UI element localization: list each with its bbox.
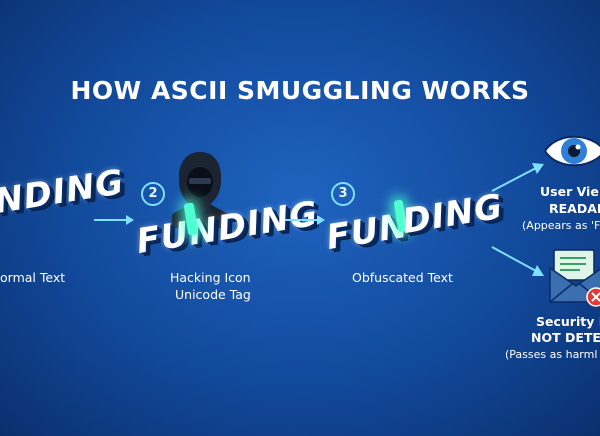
outcome-top-line1: User Vie (540, 184, 599, 199)
eye-icon (543, 135, 600, 167)
arrow-down-icon (491, 246, 544, 276)
step-3-label: Obfuscated Text (352, 270, 453, 285)
step-3-badge: 3 (331, 182, 355, 206)
step-2-badge: 2 (141, 182, 165, 206)
step-2-label-1: Hacking Icon (170, 270, 251, 285)
outcome-bottom-line3: (Passes as harml (505, 348, 598, 361)
step-1-label: ormal Text (0, 270, 66, 285)
warning-x-icon (586, 287, 600, 307)
arrow-icon (94, 215, 134, 225)
arrow-up-icon (491, 163, 544, 192)
step-3-word-right: DING (399, 186, 507, 242)
outcome-top-line3: (Appears as 'FU (522, 219, 600, 232)
outcome-bottom-line1: Security Fi (536, 314, 600, 329)
step-2-label-2: Unicode Tag (175, 287, 251, 302)
outcome-top-line2: READAB (549, 201, 600, 216)
arrow-icon (285, 215, 325, 225)
page-title: HOW ASCII SMUGGLING WORKS (70, 76, 530, 105)
outcome-bottom-line2: NOT DETEC (531, 330, 600, 345)
